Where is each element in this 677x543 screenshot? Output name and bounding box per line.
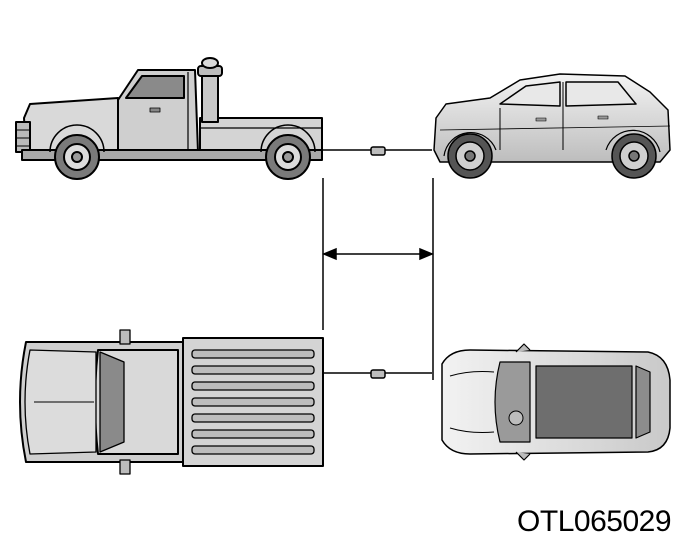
figure-code: OTL065029 <box>517 505 671 538</box>
tow-rope-top <box>323 369 432 379</box>
suv-side <box>433 73 671 179</box>
tow-truck-top <box>19 329 324 475</box>
distance-arrow <box>322 178 434 380</box>
tow-rope-side <box>322 146 432 156</box>
tow-truck-side <box>15 57 323 180</box>
suv-top <box>441 343 671 461</box>
